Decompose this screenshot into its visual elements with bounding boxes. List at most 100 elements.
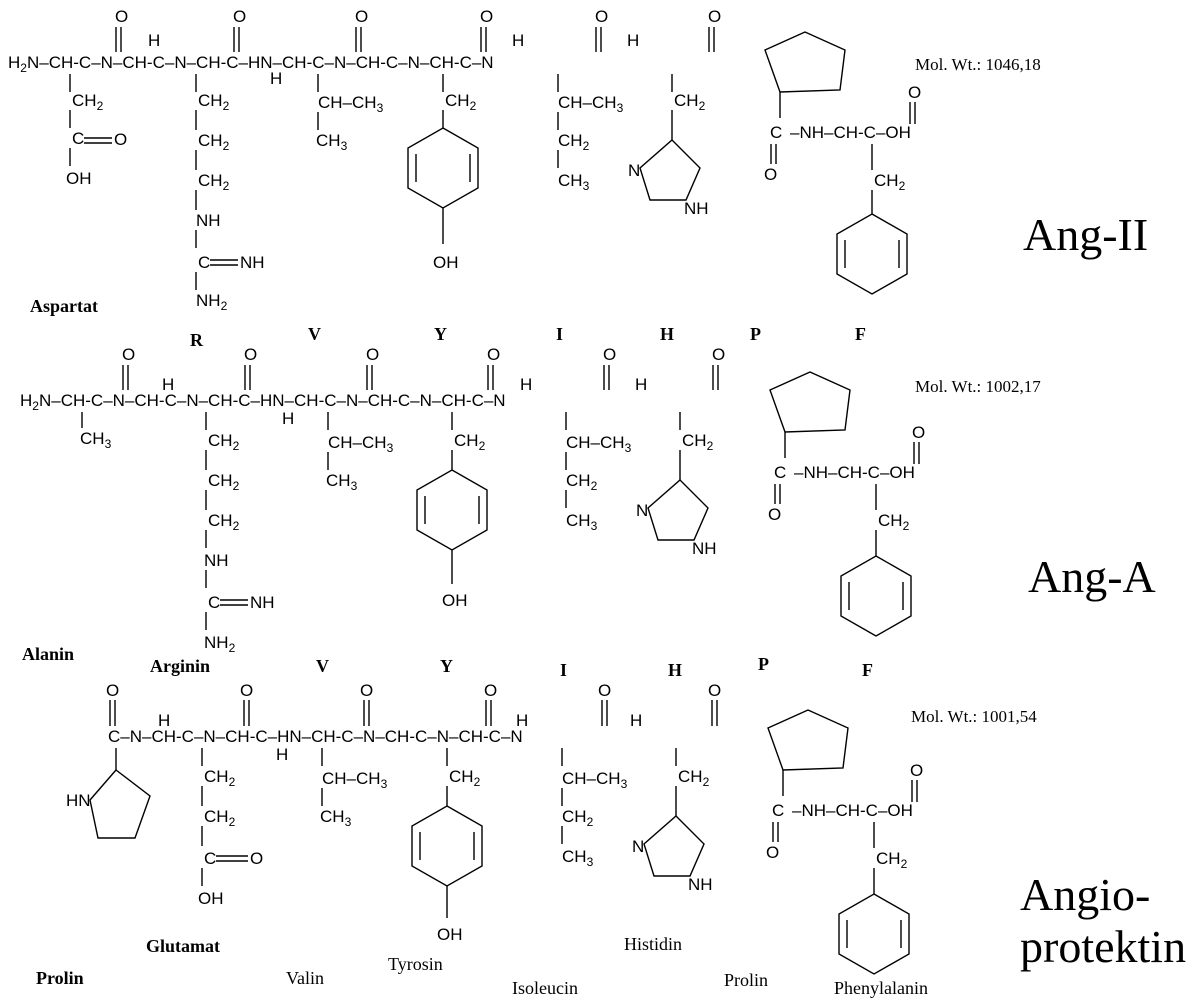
svg-text:O: O — [908, 83, 921, 102]
residue-name: Prolin — [36, 968, 84, 988]
residue-letter: H — [668, 660, 682, 680]
svg-text:CH2: CH2 — [445, 91, 477, 113]
svg-text:O: O — [233, 7, 246, 26]
svg-text:CH–CH3: CH–CH3 — [562, 769, 628, 791]
svg-text:CH–CH3: CH–CH3 — [328, 433, 394, 455]
residue-name: Phenylalanin — [834, 978, 928, 998]
angioprotektin-name-line1: Angio- — [1020, 869, 1150, 920]
svg-text:N: N — [628, 161, 640, 180]
svg-text:NH2: NH2 — [204, 633, 236, 655]
ang-ii-name: Ang-II — [1023, 209, 1148, 260]
svg-text:O: O — [114, 130, 127, 149]
svg-text:CH2: CH2 — [454, 431, 486, 453]
ang-a-second-residue: Arginin — [150, 656, 210, 676]
svg-text:CH3: CH3 — [326, 471, 358, 493]
svg-text:O: O — [240, 681, 253, 700]
residue-letters-row1: R V Y I H P F — [190, 324, 866, 350]
residue-letter: F — [855, 324, 866, 344]
svg-text:N: N — [632, 837, 644, 856]
residue-letter: I — [556, 324, 563, 344]
svg-text:O: O — [122, 345, 135, 364]
residue-name: Tyrosin — [388, 954, 443, 974]
svg-text:CH2: CH2 — [682, 431, 714, 453]
svg-text:H: H — [158, 711, 170, 730]
ang-a-structure: H2N–CH-C–N–CH-C–N–CH-C–HN–CH-C–N–CH-C–N–… — [20, 345, 1156, 676]
residue-letter: R — [190, 330, 204, 350]
svg-text:CH–CH3: CH–CH3 — [566, 433, 632, 455]
ang-ii-mol-wt: Mol. Wt.: 1046,18 — [915, 55, 1041, 74]
svg-text:OH: OH — [198, 889, 224, 908]
svg-text:NH2: NH2 — [196, 291, 228, 313]
svg-text:CH2: CH2 — [674, 91, 706, 113]
svg-text:O: O — [708, 681, 721, 700]
svg-text:H: H — [635, 375, 647, 394]
ang-a-name: Ang-A — [1028, 551, 1156, 602]
svg-text:C–N–CH-C–N–CH-C–HN–CH-C–N–CH-C: C–N–CH-C–N–CH-C–HN–CH-C–N–CH-C–N–CH-C–N — [108, 727, 523, 746]
residue-letter: H — [660, 324, 674, 344]
svg-text:O: O — [708, 7, 721, 26]
residue-name: Isoleucin — [512, 978, 578, 998]
svg-text:NH: NH — [688, 875, 713, 894]
svg-text:CH2: CH2 — [874, 171, 906, 193]
residue-letter: V — [316, 656, 329, 676]
svg-text:O: O — [487, 345, 500, 364]
svg-text:H: H — [512, 31, 524, 50]
svg-text:O: O — [115, 7, 128, 26]
ang-ii-structure: H2N–CH-C–N–CH-C–N–CH-C–HN–CH-C–N–CH-C–N–… — [8, 7, 1148, 316]
svg-text:OH: OH — [442, 591, 468, 610]
svg-text:N: N — [636, 501, 648, 520]
svg-text:O: O — [764, 165, 777, 184]
svg-text:NH: NH — [204, 551, 229, 570]
residue-name: Glutamat — [146, 936, 220, 956]
svg-text:CH2: CH2 — [208, 471, 240, 493]
svg-text:CH2: CH2 — [208, 431, 240, 453]
ang-a-first-residue: Alanin — [22, 644, 74, 664]
svg-text:CH–CH3: CH–CH3 — [318, 93, 384, 115]
ang-ii-first-residue: Aspartat — [30, 296, 98, 316]
svg-text:CH2: CH2 — [558, 131, 590, 153]
svg-text:CH3: CH3 — [566, 511, 598, 533]
svg-text:C: C — [208, 593, 220, 612]
residue-letter: Y — [440, 656, 453, 676]
svg-text:CH2: CH2 — [878, 511, 910, 533]
svg-text:O: O — [912, 423, 925, 442]
svg-text:H2N–CH-C–N–CH-C–N–CH-C–HN–CH-C: H2N–CH-C–N–CH-C–N–CH-C–HN–CH-C–N–CH-C–N–… — [8, 53, 494, 75]
angioprotektin-structure: C–N–CH-C–N–CH-C–HN–CH-C–N–CH-C–N–CH-C–N … — [66, 681, 1186, 975]
svg-text:H: H — [270, 69, 282, 88]
svg-text:CH2: CH2 — [876, 849, 908, 871]
svg-text:CH2: CH2 — [198, 91, 230, 113]
svg-text:CH2: CH2 — [449, 767, 481, 789]
svg-text:–NH–CH-C–OH: –NH–CH-C–OH — [790, 123, 911, 142]
svg-text:–NH–CH-C–OH: –NH–CH-C–OH — [792, 801, 913, 820]
svg-text:C: C — [72, 129, 84, 148]
svg-text:C: C — [204, 849, 216, 868]
svg-text:NH: NH — [240, 253, 265, 272]
angioprotektin-name-line2: protektin — [1020, 921, 1186, 972]
svg-text:NH: NH — [684, 199, 709, 218]
svg-text:OH: OH — [437, 925, 463, 944]
svg-text:CH2: CH2 — [566, 471, 598, 493]
svg-text:CH–CH3: CH–CH3 — [322, 769, 388, 791]
svg-text:O: O — [910, 761, 923, 780]
svg-text:O: O — [598, 681, 611, 700]
svg-text:H: H — [162, 375, 174, 394]
svg-text:CH2: CH2 — [198, 171, 230, 193]
svg-text:CH2: CH2 — [208, 511, 240, 533]
svg-text:O: O — [480, 7, 493, 26]
svg-text:O: O — [355, 7, 368, 26]
svg-text:H: H — [627, 31, 639, 50]
svg-text:C: C — [772, 801, 784, 820]
svg-text:C: C — [774, 463, 786, 482]
svg-text:O: O — [766, 843, 779, 862]
svg-text:CH3: CH3 — [562, 847, 594, 869]
svg-text:O: O — [484, 681, 497, 700]
residue-letter: F — [862, 660, 873, 680]
svg-text:CH2: CH2 — [562, 807, 594, 829]
residue-name: Histidin — [624, 934, 682, 954]
svg-text:CH2: CH2 — [204, 807, 236, 829]
svg-text:O: O — [712, 345, 725, 364]
residue-letter: I — [560, 660, 567, 680]
svg-text:O: O — [250, 849, 263, 868]
svg-text:CH3: CH3 — [80, 429, 112, 451]
